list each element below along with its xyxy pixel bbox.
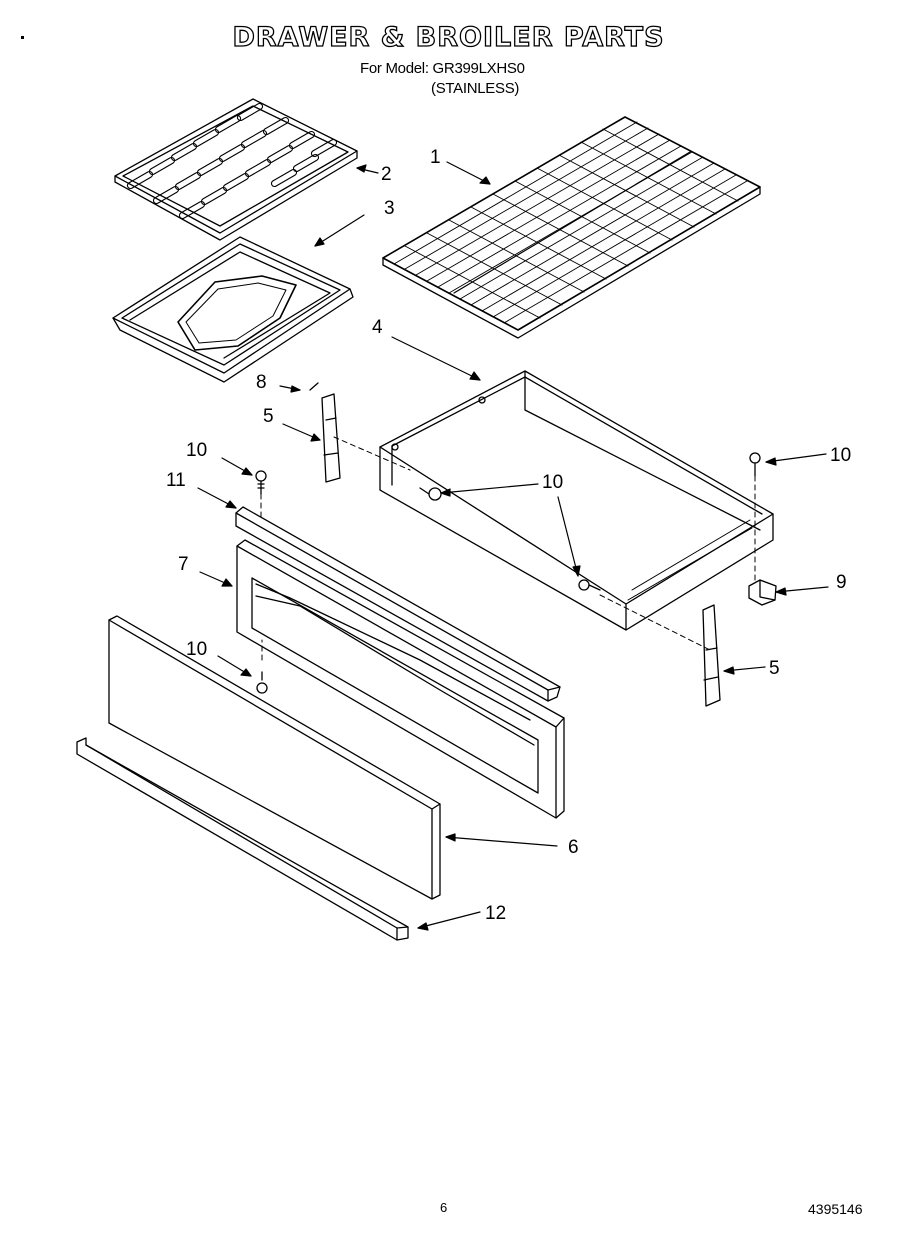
callout-5a: 5 xyxy=(263,406,274,427)
drawer-trim-part xyxy=(235,506,561,702)
page-title: DRAWER & BROILER PARTS xyxy=(232,21,665,53)
clip-part xyxy=(309,382,319,391)
callout-4: 4 xyxy=(372,317,383,338)
callout-7: 7 xyxy=(178,554,189,575)
drawer-panel-part xyxy=(108,615,441,900)
drawer-stop-part xyxy=(748,579,777,606)
bottom-trim-part xyxy=(76,737,409,941)
broiler-pan-part xyxy=(112,236,354,383)
callout-1: 1 xyxy=(430,147,441,168)
drawer-glide-left-part xyxy=(321,393,341,483)
callout-9: 9 xyxy=(836,572,847,593)
callout-10b: 10 xyxy=(830,445,851,466)
callout-labels: 1 2 3 4 5 5 6 7 8 9 10 10 10 10 11 12 xyxy=(166,147,851,924)
assembly-guide-lines xyxy=(260,436,756,661)
callout-3: 3 xyxy=(384,198,395,219)
callout-11: 11 xyxy=(166,470,186,491)
callout-10d: 10 xyxy=(186,639,207,660)
leader-lines xyxy=(197,161,829,931)
page-number: 6 xyxy=(440,1200,448,1215)
callout-6: 6 xyxy=(568,837,579,858)
screw-part xyxy=(255,452,761,694)
callout-2: 2 xyxy=(381,164,392,185)
scan-mark xyxy=(21,36,24,39)
model-line: For Model: GR399LXHS0 xyxy=(360,60,525,77)
callout-8: 8 xyxy=(256,372,267,393)
finish-line: (STAINLESS) xyxy=(431,80,520,97)
callout-10c: 10 xyxy=(542,472,563,493)
drawer-front-frame-part xyxy=(236,539,565,819)
broiler-grid-part xyxy=(114,98,358,241)
drawer-body-part xyxy=(379,370,774,631)
document-number: 4395146 xyxy=(808,1201,863,1217)
callout-5b: 5 xyxy=(769,658,780,679)
oven-rack-part xyxy=(382,116,761,339)
callout-10a: 10 xyxy=(186,440,207,461)
callout-12: 12 xyxy=(485,903,506,924)
drawer-glide-right-part xyxy=(702,604,721,707)
